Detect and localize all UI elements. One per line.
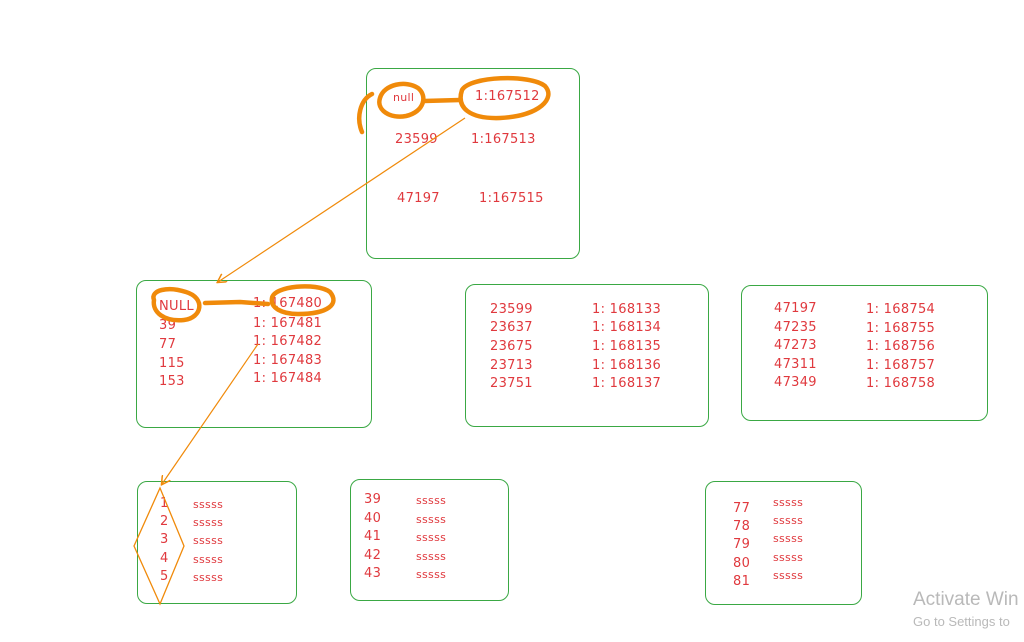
node-key: 115 xyxy=(159,356,185,371)
node-val: 1: 167483 xyxy=(253,353,323,368)
leaf-val: sssss xyxy=(773,496,804,509)
leaf-key: 80 xyxy=(733,556,751,571)
node-val: 1: 168135 xyxy=(592,339,662,354)
internal-node-1: NULL 1: 167480 39 1: 167481 77 1: 167482… xyxy=(136,280,372,428)
node-val: 1: 168755 xyxy=(866,321,936,336)
leaf-key: 5 xyxy=(160,569,169,584)
leaf-key: 81 xyxy=(733,574,751,589)
leaf-val: sssss xyxy=(193,571,224,584)
leaf-node-3: 77 sssss 78 sssss 79 sssss 80 sssss 81 s… xyxy=(705,481,862,605)
leaf-node-1: 1 sssss 2 sssss 3 sssss 4 sssss 5 sssss xyxy=(137,481,297,604)
leaf-key: 1 xyxy=(160,496,169,511)
node-val: 1: 167484 xyxy=(253,371,323,386)
leaf-key: 4 xyxy=(160,551,169,566)
node-key: 47273 xyxy=(774,338,817,353)
leaf-val: sssss xyxy=(193,553,224,566)
leaf-val: sssss xyxy=(773,514,804,527)
node-val: 1: 168754 xyxy=(866,302,936,317)
leaf-key: 2 xyxy=(160,514,169,529)
leaf-val: sssss xyxy=(773,532,804,545)
node-key: 47349 xyxy=(774,375,817,390)
root-key: 23599 xyxy=(395,132,438,147)
root-node: null 1:167512 23599 1:167513 47197 1:167… xyxy=(366,68,580,259)
leaf-node-2: 39 sssss 40 sssss 41 sssss 42 sssss 43 s… xyxy=(350,479,509,601)
leaf-key: 3 xyxy=(160,532,169,547)
leaf-val: sssss xyxy=(773,551,804,564)
root-val: 1:167515 xyxy=(479,191,544,206)
watermark-title: Activate Win xyxy=(913,589,1019,610)
root-key: null xyxy=(393,91,415,104)
root-key: 47197 xyxy=(397,191,440,206)
internal-node-2: 23599 1: 168133 23637 1: 168134 23675 1:… xyxy=(465,284,709,427)
root-val: 1:167513 xyxy=(471,132,536,147)
leaf-val: sssss xyxy=(193,516,224,529)
node-val: 1: 168757 xyxy=(866,358,936,373)
leaf-val: sssss xyxy=(416,550,447,563)
leaf-val: sssss xyxy=(416,494,447,507)
leaf-val: sssss xyxy=(193,498,224,511)
node-val: 1: 167481 xyxy=(253,316,323,331)
node-key: 23675 xyxy=(490,339,533,354)
node-val: 1: 168133 xyxy=(592,302,662,317)
node-val: 1: 168136 xyxy=(592,358,662,373)
node-key: 47235 xyxy=(774,320,817,335)
node-key: 77 xyxy=(159,337,177,352)
node-val: 1: 167480 xyxy=(253,296,323,311)
leaf-key: 78 xyxy=(733,519,751,534)
node-val: 1: 168137 xyxy=(592,376,662,391)
node-key: 47197 xyxy=(774,301,817,316)
leaf-val: sssss xyxy=(773,569,804,582)
node-key: 23713 xyxy=(490,358,533,373)
node-val: 1: 168134 xyxy=(592,320,662,335)
leaf-key: 77 xyxy=(733,501,751,516)
node-key: 23637 xyxy=(490,320,533,335)
leaf-val: sssss xyxy=(416,531,447,544)
node-key: 23751 xyxy=(490,376,533,391)
leaf-key: 43 xyxy=(364,566,382,581)
leaf-key: 79 xyxy=(733,537,751,552)
leaf-key: 41 xyxy=(364,529,382,544)
internal-node-3: 47197 1: 168754 47235 1: 168755 47273 1:… xyxy=(741,285,988,421)
leaf-val: sssss xyxy=(416,513,447,526)
node-key: 39 xyxy=(159,318,177,333)
node-key: 23599 xyxy=(490,302,533,317)
watermark-subtitle: Go to Settings to xyxy=(913,614,1010,629)
root-val: 1:167512 xyxy=(475,89,540,104)
node-key: NULL xyxy=(159,299,194,314)
leaf-key: 39 xyxy=(364,492,382,507)
node-val: 1: 167482 xyxy=(253,334,323,349)
leaf-key: 42 xyxy=(364,548,382,563)
node-val: 1: 168758 xyxy=(866,376,936,391)
node-val: 1: 168756 xyxy=(866,339,936,354)
leaf-val: sssss xyxy=(416,568,447,581)
leaf-val: sssss xyxy=(193,534,224,547)
leaf-key: 40 xyxy=(364,511,382,526)
node-key: 153 xyxy=(159,374,185,389)
node-key: 47311 xyxy=(774,357,817,372)
